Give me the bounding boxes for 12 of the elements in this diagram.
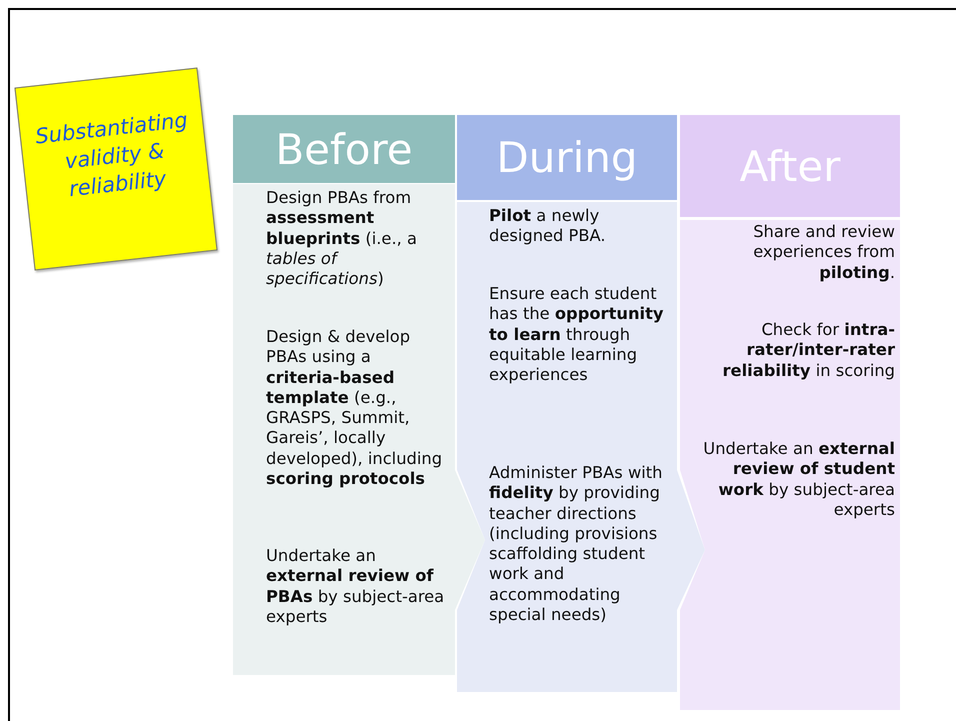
step-text: Design PBAs from assessment blueprints (i.e., a tables of specifications) bbox=[266, 188, 418, 290]
step-text: Ensure each student has the opportunity to learn through equitable learning experiences bbox=[489, 284, 665, 386]
stage-heading: Before bbox=[233, 115, 455, 183]
step-text: Design & develop PBAs using a criteria-based template (e.g., GRASPS, Summit, Gareis’, locally developed), including scoring protocols bbox=[266, 327, 444, 490]
step-text: Share and review experiences from piloting. bbox=[752, 222, 895, 283]
step-text: Pilot a newly designed PBA. bbox=[489, 206, 607, 247]
note-text: Substantiating validity & reliability bbox=[33, 106, 190, 204]
step-text: Undertake an external review of student work by subject-area experts bbox=[702, 439, 895, 520]
step-text: Administer PBAs with fidelity by providing teacher directions (including provisions scaffolding student work and accommodating special needs) bbox=[489, 463, 664, 626]
step-text: Check for intra-rater/inter-rater reliability in scoring bbox=[722, 320, 895, 381]
stage-heading: During bbox=[457, 115, 677, 200]
step-text: Undertake an external review of PBAs by subject-area experts bbox=[266, 546, 446, 628]
